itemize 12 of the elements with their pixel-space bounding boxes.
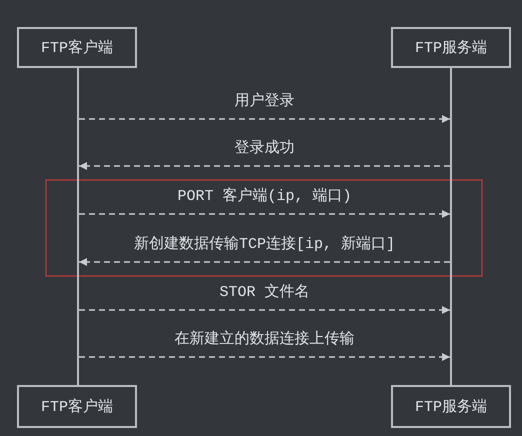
- participant-box: FTP客户端: [17, 27, 137, 68]
- message-arrow: [79, 162, 450, 170]
- participant-box: FTP客户端: [17, 385, 137, 428]
- message-arrow: [79, 258, 450, 266]
- message-arrow: [79, 115, 450, 123]
- message-arrow: [79, 306, 450, 314]
- lifeline: [77, 68, 79, 385]
- message-arrow: [79, 353, 450, 361]
- participant-box: FTP服务端: [391, 385, 511, 428]
- lifeline: [450, 68, 452, 385]
- participant-box: FTP服务端: [391, 27, 511, 68]
- message-arrow: [79, 210, 450, 218]
